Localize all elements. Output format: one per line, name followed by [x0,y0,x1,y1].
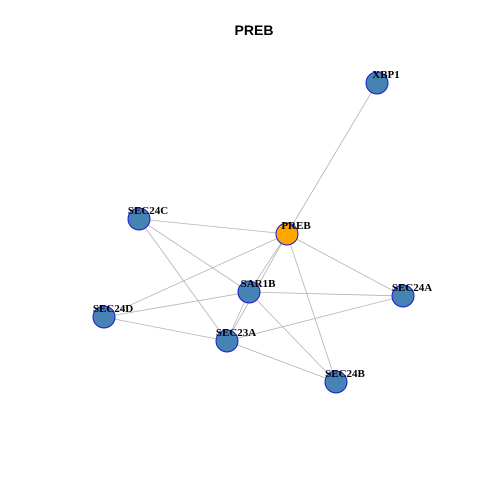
edge-sec24c-sec23a [138,218,228,342]
node-layer [92,71,415,394]
edge-sar1b-sec24b [248,291,337,383]
node-sec24a[interactable] [391,284,415,308]
node-sec24b[interactable] [324,370,348,394]
edge-sar1b-sec24d [103,291,250,318]
edge-sec23a-sec24b [226,340,337,383]
edge-preb-xbp1 [286,82,378,235]
edge-preb-sec24d [103,233,288,318]
edge-sec24d-sec23a [103,316,228,342]
node-label-sec24b: SEC24B [325,368,365,380]
edge-sec23a-sec24a [226,295,404,342]
node-xbp1[interactable] [365,71,389,95]
node-label-preb: PREB [281,220,311,232]
node-sec23a[interactable] [215,329,239,353]
node-label-sec24d: SEC24D [93,303,133,315]
edge-preb-sec24a [286,233,404,297]
node-sec24c[interactable] [127,207,151,231]
node-label-sec23a: SEC23A [216,327,256,339]
node-preb[interactable] [275,222,299,246]
node-label-sec24a: SEC24A [392,282,432,294]
node-sar1b[interactable] [237,280,261,304]
node-label-sec24c: SEC24C [128,205,168,217]
edge-preb-sar1b [248,233,288,293]
edge-sec24c-sar1b [138,218,250,293]
edge-preb-sec24b [286,233,337,383]
diagram-title: PREB [235,22,274,38]
node-sec24d[interactable] [92,305,116,329]
node-label-xbp1: XBP1 [372,69,400,81]
edge-sar1b-sec24a [248,291,404,297]
node-label-sar1b: SAR1B [241,278,277,290]
edge-preb-sec24c [138,218,288,235]
